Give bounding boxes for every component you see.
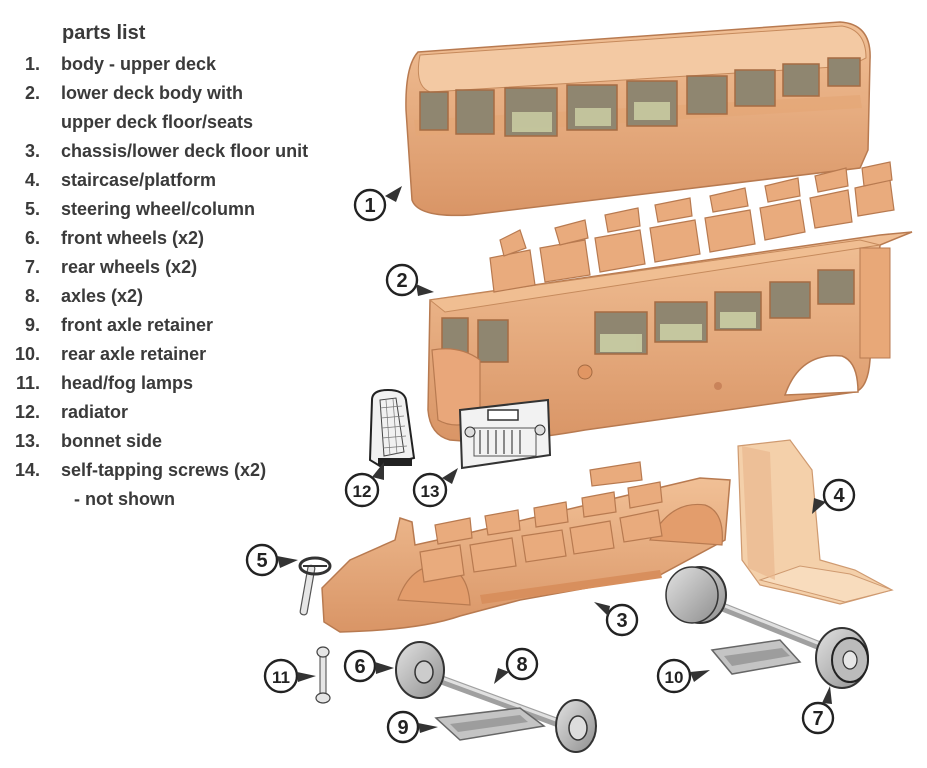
part-row: 2. lower deck body with (0, 83, 360, 111)
part-number: 8. (24, 286, 40, 306)
callout-10: 10 (656, 658, 710, 694)
svg-text:10: 10 (665, 668, 684, 687)
part-row: 1. body - upper deck (0, 54, 360, 82)
part-number: 1. (24, 54, 40, 74)
svg-text:4: 4 (833, 485, 845, 507)
part-row: 8. axles (x2) (0, 286, 360, 314)
callout-5: 5 (245, 543, 298, 577)
part-number: 7. (24, 257, 40, 277)
part-name: lower deck body with (61, 83, 244, 103)
svg-text:2: 2 (396, 270, 407, 292)
bonnet-side (458, 398, 552, 470)
part-number: 2. (24, 83, 40, 103)
svg-text:1: 1 (364, 195, 375, 217)
part-row: 10. rear axle retainer (0, 344, 360, 372)
callout-1: 1 (353, 186, 402, 222)
part-name: head/fog lamps (61, 373, 194, 393)
part-name: staircase/platform (61, 170, 217, 190)
staircase-platform (737, 439, 894, 605)
part-row: - not shown (0, 489, 360, 517)
callout-4: 4 (812, 478, 856, 514)
front-axle-retainer (434, 707, 546, 741)
part-row: 13. bonnet side (0, 431, 360, 459)
rear-axle-retainer (710, 639, 802, 675)
part-row: 14. self-tapping screws (x2) (0, 460, 360, 488)
part-name: upper deck floor/seats (61, 112, 254, 132)
callout-2: 2 (385, 263, 434, 297)
steering-wheel-column (298, 556, 332, 616)
part-number: 9. (24, 315, 40, 335)
front-wheels-axle (395, 641, 597, 753)
part-name: self-tapping screws (x2) (61, 460, 267, 480)
svg-text:5: 5 (256, 550, 267, 572)
svg-text:8: 8 (516, 654, 527, 676)
part-name: steering wheel/column (61, 199, 256, 219)
part-name: axles (x2) (61, 286, 144, 306)
callout-9: 9 (386, 710, 438, 744)
svg-text:12: 12 (353, 482, 372, 501)
part-number: 13. (14, 431, 40, 451)
part-row: upper deck floor/seats (0, 112, 360, 140)
part-name: rear axle retainer (61, 344, 207, 364)
part-row: 12. radiator (0, 402, 360, 430)
callout-8: 8 (494, 647, 539, 684)
part-number: 11. (15, 373, 40, 393)
callout-11: 11 (263, 658, 316, 694)
head-fog-lamps (315, 646, 331, 704)
callout-13: 13 (412, 468, 458, 508)
part-row: 3. chassis/lower deck floor unit (0, 141, 360, 169)
svg-text:7: 7 (812, 708, 823, 730)
part-row: 5. steering wheel/column (0, 199, 360, 227)
part-row: 6. front wheels (x2) (0, 228, 360, 256)
parts-list-title: parts list (62, 22, 146, 44)
part-number: 6. (24, 228, 40, 248)
part-number: 14. (14, 460, 40, 480)
part-number: 12. (14, 402, 40, 422)
part-number: 10. (14, 344, 40, 364)
rear-wheels-axle (665, 566, 869, 689)
part-name: - not shown (74, 489, 175, 509)
svg-text:6: 6 (354, 656, 365, 678)
part-name: front wheels (x2) (61, 228, 205, 248)
part-row: 11. head/fog lamps (0, 373, 360, 401)
callout-12: 12 (344, 462, 384, 508)
part-row: 7. rear wheels (x2) (0, 257, 360, 285)
svg-text:13: 13 (421, 482, 440, 501)
part-name: radiator (61, 402, 129, 422)
part-name: bonnet side (61, 431, 163, 451)
part-number: 3. (24, 141, 40, 161)
callout-7: 7 (801, 686, 835, 735)
svg-text:3: 3 (616, 610, 627, 632)
radiator (368, 388, 416, 468)
part-name: rear wheels (x2) (61, 257, 198, 277)
upper-deck-body (405, 21, 871, 217)
part-name: body - upper deck (61, 54, 217, 74)
svg-text:11: 11 (272, 668, 290, 687)
part-row: 4. staircase/platform (0, 170, 360, 198)
part-number: 4. (24, 170, 40, 190)
part-name: chassis/lower deck floor unit (61, 141, 309, 161)
callout-3: 3 (594, 602, 639, 637)
part-name: front axle retainer (61, 315, 214, 335)
lower-deck-body (427, 161, 913, 442)
callout-6: 6 (343, 649, 394, 683)
part-number: 5. (24, 199, 40, 219)
part-row: 9. front axle retainer (0, 315, 360, 343)
chassis-floor-unit (321, 461, 731, 633)
svg-text:9: 9 (397, 717, 408, 739)
